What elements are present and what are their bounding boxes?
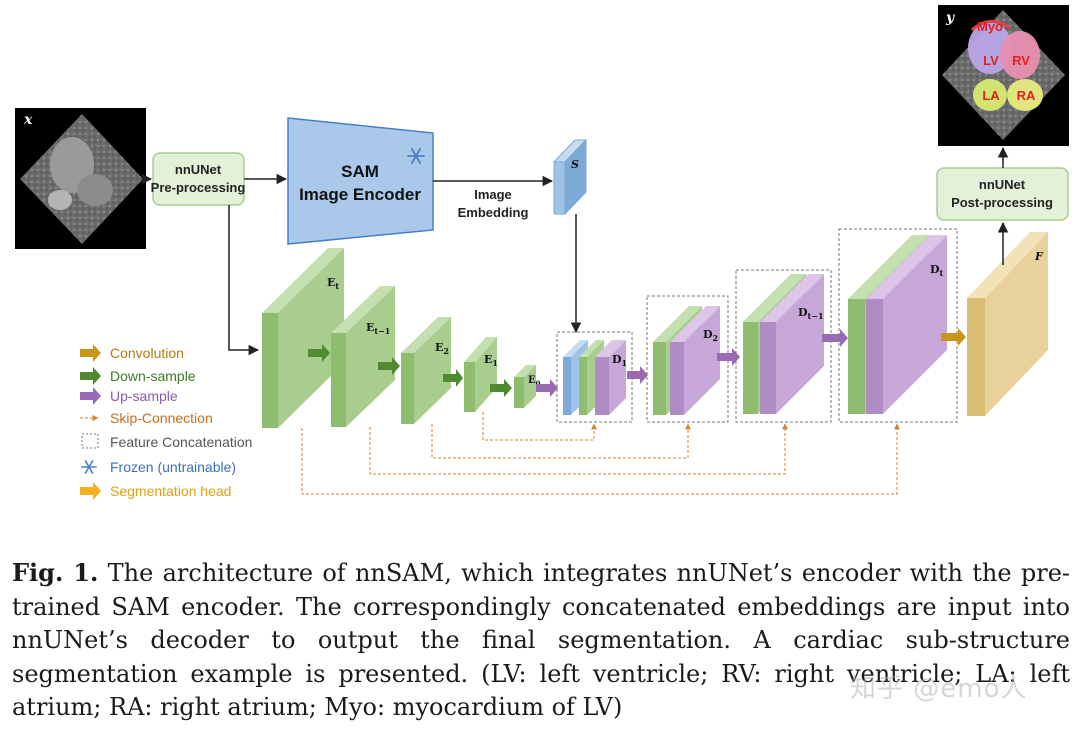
e0-label: E0 [528, 375, 541, 388]
decoder-block-d2: D2 [646, 295, 729, 423]
seg-label-ra: RA [1017, 88, 1036, 103]
legend-skip-connection: Skip-Connection [80, 410, 213, 426]
legend-convolution: Convolution [80, 344, 184, 362]
input-ct-image: x [15, 108, 146, 249]
preprocess-line1: nnUNet [175, 162, 222, 177]
embedding-line2: Embedding [458, 205, 529, 220]
legend-down-sample: Down-sample [80, 367, 196, 385]
d2-label: D2 [703, 328, 718, 343]
up-sample-arrow-2 [717, 348, 740, 366]
seg-label-rv: RV [1012, 53, 1030, 68]
postprocess-line2: Post-processing [951, 195, 1053, 210]
image-embedding-block: S [552, 138, 588, 216]
seg-label-myo: Myo [977, 19, 1003, 34]
figure-caption: Fig. 1. The architecture of nnSAM, which… [12, 556, 1070, 725]
watermark: 知乎 @emo人 [850, 674, 1028, 704]
sam-line1: SAM [341, 162, 379, 181]
legend-frozen-label: Frozen (untrainable) [110, 459, 236, 475]
encoder-block-et1: Et−1 [331, 286, 395, 427]
embedding-line1: Image [474, 187, 512, 202]
legend-segmentation-head: Segmentation head [80, 482, 231, 500]
legend-seghead-label: Segmentation head [110, 483, 231, 499]
up-sample-arrow-0 [536, 379, 558, 397]
up-sample-arrow-3 [822, 329, 848, 347]
input-label: x [23, 112, 33, 128]
legend-up-sample-label: Up-sample [110, 388, 178, 404]
embedding-block-label: S [571, 158, 579, 171]
snowflake-icon [407, 148, 425, 164]
sam-line2: Image Encoder [299, 185, 421, 204]
seg-label-lv: LV [983, 53, 999, 68]
et-label: Et [327, 276, 339, 291]
dt-label: Dt [930, 263, 944, 278]
down-sample-arrows [308, 344, 512, 397]
legend-down-sample-label: Down-sample [110, 368, 196, 384]
legend-frozen: Frozen (untrainable) [81, 459, 236, 475]
e1-label: E1 [484, 353, 498, 368]
decoder-block-dt: Dt [838, 228, 958, 423]
seg-label-la: LA [982, 88, 1000, 103]
up-sample-arrow-1 [627, 366, 648, 384]
preprocess-box: nnUNet Pre-processing [151, 152, 246, 206]
decoder-block-dt1: Dt−1 [735, 269, 832, 423]
figure-label: Fig. 1. [12, 558, 99, 587]
decoder-block-d1: D1 [556, 331, 633, 423]
legend-skip-label: Skip-Connection [110, 410, 213, 426]
legend-concat-label: Feature Concatenation [110, 434, 252, 450]
et1-label: Et−1 [366, 321, 390, 336]
convolution-arrow [941, 328, 966, 346]
skip-connections [301, 412, 900, 495]
preprocess-line2: Pre-processing [151, 180, 246, 195]
encoder-block-e1: E1 [464, 337, 498, 412]
postprocess-line1: nnUNet [979, 177, 1026, 192]
dt1-label: Dt−1 [798, 306, 824, 321]
encoder-block-e2: E2 [401, 317, 451, 424]
legend: Convolution Down-sample Up-sample Skip-C… [80, 344, 252, 500]
legend-convolution-label: Convolution [110, 345, 184, 361]
output-label: y [945, 10, 955, 26]
d1-label: D1 [612, 353, 627, 368]
encoder-block-e0: E0 [514, 365, 541, 408]
e2-label: E2 [435, 341, 449, 356]
final-block-label: F [1034, 250, 1044, 263]
snowflake-icon [81, 460, 97, 474]
architecture-diagram: x nnUNet Pre-processing SAM Image Encode… [15, 5, 1069, 500]
postprocess-box: nnUNet Post-processing [936, 167, 1069, 221]
legend-feature-concatenation: Feature Concatenation [81, 433, 252, 450]
legend-up-sample: Up-sample [80, 387, 178, 405]
final-feature-block: F [967, 232, 1048, 416]
encoder-block-et: Et [262, 248, 344, 428]
output-segmentation-image: y Myo LV RV LA RA [938, 5, 1069, 146]
sam-image-encoder: SAM Image Encoder [287, 117, 434, 245]
caption-text: The architecture of nnSAM, which integra… [12, 559, 1071, 721]
